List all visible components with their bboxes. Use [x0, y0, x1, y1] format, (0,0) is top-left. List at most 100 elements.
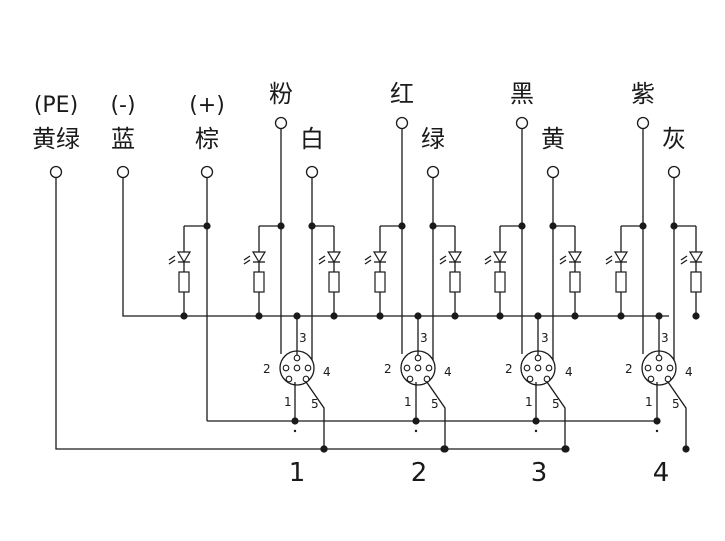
conn-3-pin5-label: 5: [552, 397, 560, 411]
ch2-led-left-led-arrow: [364, 255, 372, 261]
ch2-led-right-led-arrow: [439, 255, 447, 261]
conn-1-pin2-label: 2: [263, 362, 271, 376]
ch3-led-right-led-arrow: [559, 255, 567, 261]
conn-3-pin1-label: 1: [525, 395, 533, 409]
conn-1-pin1-label: 1: [284, 395, 292, 409]
conn-3-pin3-label: 3: [541, 331, 549, 345]
led-0-led-arrow: [168, 255, 176, 261]
ch1-connector-pin: [285, 375, 293, 383]
ch4-connector-pin: [647, 375, 655, 383]
ch3-connector-pin: [534, 354, 542, 362]
plus-terminal: [200, 165, 214, 179]
conn-4-pin2-label: 2: [625, 362, 633, 376]
ch4-pe-dot: [682, 445, 690, 453]
ch2-led-left-led-arrow: [364, 259, 372, 265]
ch1-marker: [293, 429, 297, 433]
ch3-led-right-bus-dot: [571, 312, 579, 320]
conn-2-pin4-label: 4: [444, 365, 452, 379]
minus-bus: [122, 178, 669, 317]
channel-4-second-color-label: 灰: [662, 125, 686, 153]
ch2-connector-pin: [403, 364, 411, 372]
ch1-pin5-wire: [305, 381, 325, 449]
ch4-pin3-dot: [655, 312, 663, 320]
ch1-led-left-led-arrow: [243, 255, 251, 261]
ch4-led-left-led-arrow: [605, 255, 613, 261]
ch3-led-left-led-arrow: [484, 255, 492, 261]
plus-polarity-label: (+): [189, 93, 225, 118]
channel-2-top-color-label: 红: [390, 80, 414, 108]
ch2-connector-pin: [414, 364, 422, 372]
ch4-top-terminal: [636, 116, 650, 130]
led-0-resistor: [178, 271, 190, 293]
conn-2-pin5-label: 5: [431, 397, 439, 411]
ch1-led-left-led-arrow: [243, 259, 251, 265]
ch3-connector-pin: [534, 364, 542, 372]
ch1-led-right-led-arrow: [318, 255, 326, 261]
pe-bus: [55, 178, 566, 450]
conn-4-pin3-label: 3: [661, 331, 669, 345]
ch2-led-right-bus-dot: [451, 312, 459, 320]
ch1-second-terminal: [305, 165, 319, 179]
ch2-pin5-wire: [426, 381, 446, 449]
ch2-second-terminal: [426, 165, 440, 179]
ch4-led-right-resistor: [690, 271, 702, 293]
ch4-marker: [655, 429, 659, 433]
ch4-connector-pin: [644, 364, 652, 372]
plus-junction: [203, 222, 211, 230]
ch2-led-right-led-arrow: [439, 259, 447, 265]
ch4-pin5-wire: [667, 381, 687, 449]
ch4-led-left-led: [613, 251, 629, 264]
ch1-connector-pin: [293, 364, 301, 372]
ch3-led-right-resistor: [569, 271, 581, 293]
conn-2-pin1-label: 1: [404, 395, 412, 409]
pe-junction: [562, 445, 570, 453]
channel-3-number: 3: [530, 458, 548, 488]
ch4-led-left-bus-dot: [617, 312, 625, 320]
pe-terminal: [49, 165, 63, 179]
ch2-marker: [414, 429, 418, 433]
ch3-led-right-led: [567, 251, 583, 264]
conn-2-pin2-label: 2: [384, 362, 392, 376]
ch1-led-right-led: [326, 251, 342, 264]
ch4-led-right-bus-dot: [692, 312, 700, 320]
minus-color-label: 蓝: [111, 125, 135, 153]
ch1-connector-pin: [293, 354, 301, 362]
ch1-led-left-bus-dot: [255, 312, 263, 320]
ch2-top-terminal: [395, 116, 409, 130]
ch1-led-left-led: [251, 251, 267, 264]
ch2-led-right-resistor: [449, 271, 461, 293]
channel-1-second-color-label: 白: [300, 125, 324, 153]
ch4-second-terminal: [667, 165, 681, 179]
ch1-connector-pin: [302, 375, 310, 383]
ch3-top-terminal: [515, 116, 529, 130]
ch3-connector-pin: [526, 375, 534, 383]
conn-1-pin5-label: 5: [311, 397, 319, 411]
ch1-pin3-dot: [293, 312, 301, 320]
ch1-led-right-resistor: [328, 271, 340, 293]
channel-1-top-color-label: 粉: [269, 80, 293, 108]
ch3-led-left-resistor: [494, 271, 506, 293]
ch4-led-right-led: [688, 251, 704, 264]
ch1-led-left-resistor: [253, 271, 265, 293]
ch4-led-left-resistor: [615, 271, 627, 293]
conn-1-pin4-label: 4: [323, 365, 331, 379]
ch2-led-left-resistor: [374, 271, 386, 293]
ch2-connector-pin: [406, 375, 414, 383]
ch2-led-left-bus-dot: [376, 312, 384, 320]
ch3-marker: [534, 429, 538, 433]
ch3-led-left-bus-dot: [496, 312, 504, 320]
channel-3-top-color-label: 黑: [510, 80, 534, 108]
ch1-led-right-bus-dot: [330, 312, 338, 320]
ch3-second-terminal: [546, 165, 560, 179]
ch2-connector-pin: [425, 364, 433, 372]
ch1-top-terminal: [274, 116, 288, 130]
ch3-connector-pin: [543, 375, 551, 383]
channel-2-second-color-label: 绿: [421, 125, 445, 153]
ch2-connector-pin: [414, 354, 422, 362]
ch2-led-right-led: [447, 251, 463, 264]
conn-3-pin2-label: 2: [505, 362, 513, 376]
ch3-connector-pin: [523, 364, 531, 372]
plus-color-label: 棕: [195, 125, 219, 153]
ch1-connector-pin: [282, 364, 290, 372]
